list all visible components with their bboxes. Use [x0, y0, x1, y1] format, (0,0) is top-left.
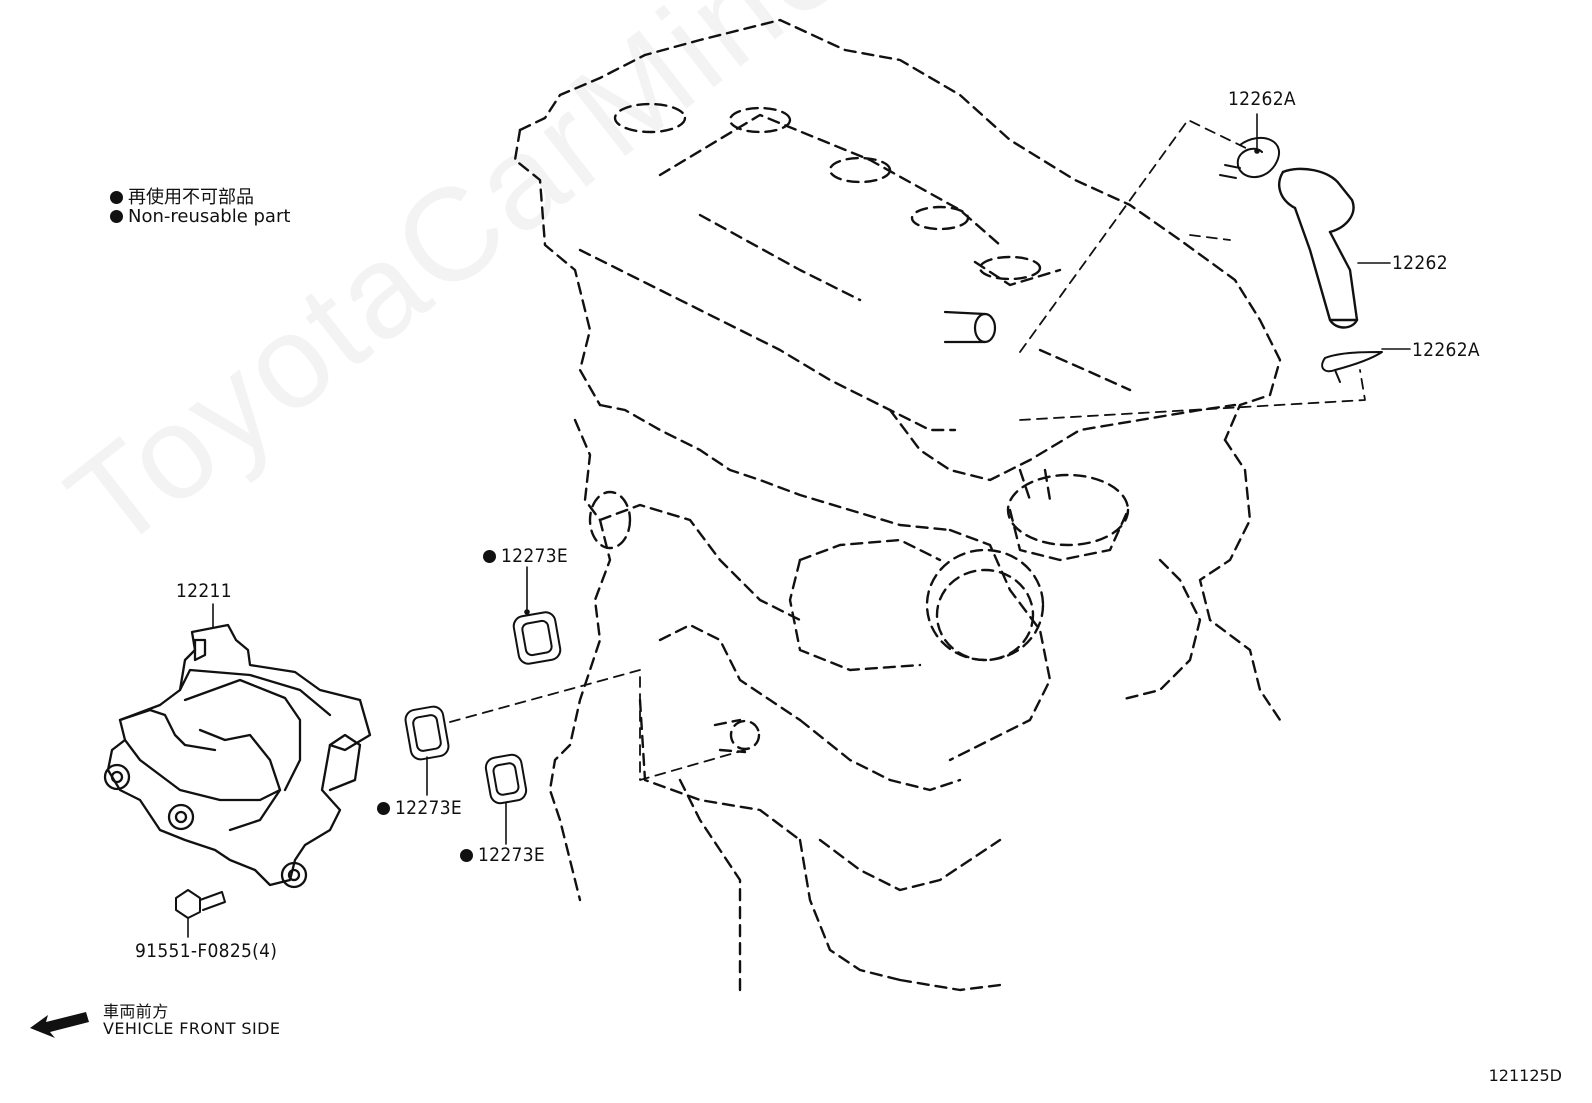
non-reusable-dot-icon	[460, 849, 473, 862]
bolt-91551	[175, 889, 226, 919]
oil-separator-12211	[103, 623, 372, 889]
diagram-code: 121125D	[1488, 1066, 1562, 1085]
legend-en: Non-reusable part	[110, 206, 290, 227]
legend-jp: 再使用不可部品	[110, 183, 254, 209]
bullet-icon	[110, 210, 123, 223]
direction-jp: 車両前方	[103, 1002, 169, 1021]
non-reusable-dot-icon	[483, 550, 496, 563]
reference-lines	[449, 119, 1366, 781]
direction-en: VEHICLE FRONT SIDE	[103, 1019, 281, 1038]
non-reusable-dot-icon	[377, 802, 390, 815]
leader-lines	[187, 113, 1411, 938]
callout-clamp-bottom[interactable]: 12262A	[1412, 339, 1480, 361]
gasket-bottom	[484, 753, 528, 805]
callout-bolt[interactable]: 91551-F0825(4)	[135, 940, 278, 962]
clamp-12262a-top	[1219, 136, 1281, 179]
gasket-top	[512, 611, 562, 665]
callout-gasket-top[interactable]: 12273E	[483, 545, 568, 567]
bullet-icon	[110, 191, 123, 204]
callout-hose[interactable]: 12262	[1392, 252, 1448, 274]
breather-stub	[943, 310, 997, 344]
clamp-12262a-bottom	[1321, 351, 1383, 383]
gasket-left	[404, 705, 450, 761]
callout-gasket-left[interactable]: 12273E	[377, 797, 462, 819]
hose-12262	[1278, 167, 1359, 329]
callout-clamp-top[interactable]: 12262A	[1228, 88, 1296, 110]
engine-block-outline	[513, 18, 1282, 992]
callout-gasket-bottom[interactable]: 12273E	[460, 844, 545, 866]
callout-separator[interactable]: 12211	[176, 580, 232, 602]
front-arrow-icon	[30, 1012, 89, 1038]
